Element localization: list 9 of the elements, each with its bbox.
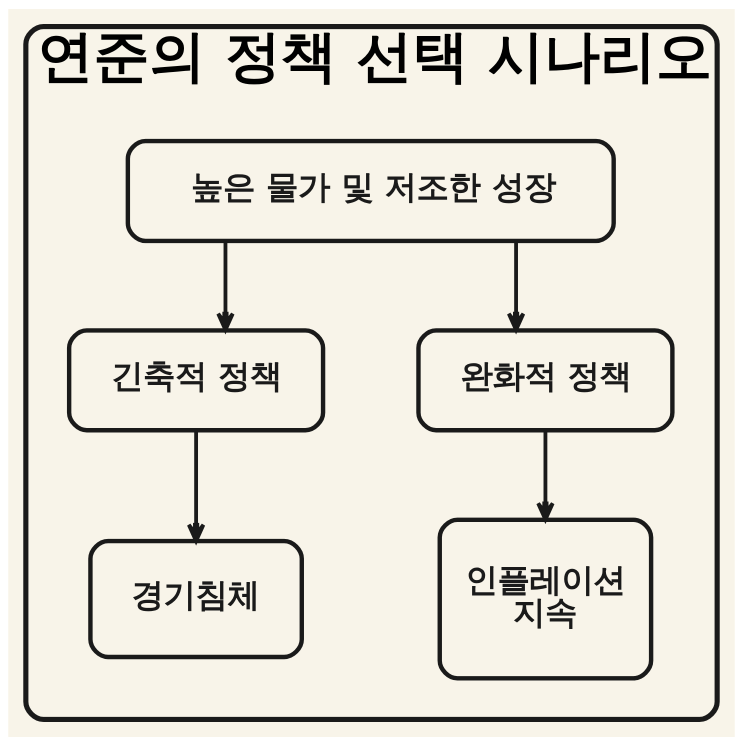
node-box: 긴축적 정책 bbox=[66, 328, 326, 432]
node-box: 인플레이션 지속 bbox=[438, 518, 654, 680]
arrow bbox=[536, 430, 555, 522]
arrow bbox=[506, 241, 526, 332]
node-box: 경기침체 bbox=[88, 538, 304, 660]
arrow bbox=[216, 241, 235, 332]
arrow bbox=[186, 430, 206, 543]
node-box: 높은 물가 및 저조한 성장 bbox=[126, 138, 616, 244]
node-box: 완화적 정책 bbox=[416, 328, 675, 432]
